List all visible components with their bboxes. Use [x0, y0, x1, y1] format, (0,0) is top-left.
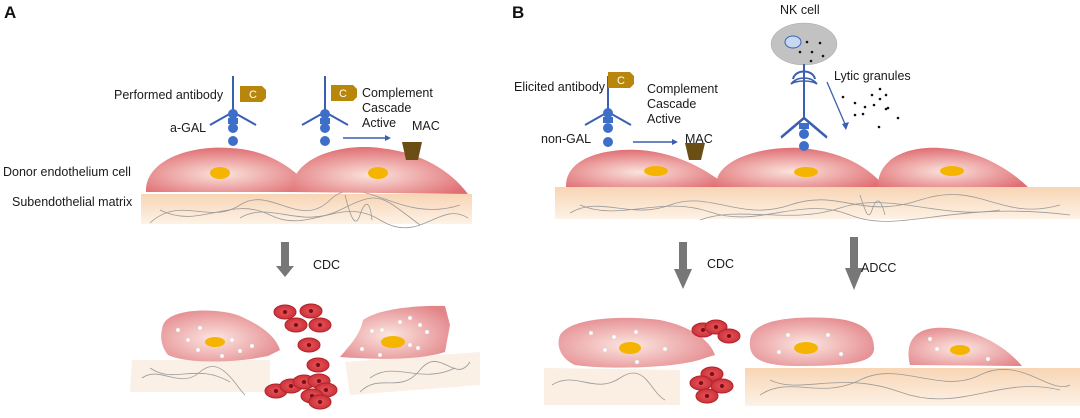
damaged-cell	[558, 317, 715, 368]
subendothelial-matrix	[555, 187, 1080, 219]
granule-arrow	[826, 81, 846, 125]
arrow-label: CDC	[707, 257, 734, 271]
endothelial-cell	[715, 147, 885, 187]
antibody-label: Elicited antibody	[514, 80, 606, 94]
complement-text: Cascade	[362, 101, 411, 115]
granules-label: Lytic granules	[834, 69, 911, 83]
damaged-cell	[340, 305, 450, 359]
subendothelial-matrix	[141, 194, 472, 224]
panel-b-label: B	[512, 3, 524, 22]
process-arrow	[850, 237, 858, 269]
lytic-granules	[841, 87, 900, 129]
process-arrow	[679, 242, 687, 270]
complement-text: Cascade	[647, 97, 696, 111]
process-arrow	[281, 242, 289, 267]
mac-icon	[402, 142, 422, 160]
antigen-chain	[320, 109, 330, 146]
antigen-label: non-GAL	[541, 132, 591, 146]
panel-b: B C Elicited antibody non-GAL Complement…	[512, 3, 1080, 406]
complement-text: Complement	[647, 82, 718, 96]
complement-letter: C	[617, 75, 625, 87]
damaged-cell	[749, 317, 875, 366]
panel-a-label: A	[4, 3, 16, 22]
endothelial-cell	[145, 147, 315, 192]
nk-cell-label: NK cell	[780, 3, 820, 17]
arrow-label: CDC	[313, 258, 340, 272]
mac-label: MAC	[685, 132, 713, 146]
antibody-label: Performed antibody	[114, 88, 224, 102]
mac-icon	[685, 143, 705, 160]
antigen-label: a-GAL	[170, 121, 206, 135]
red-blood-cells	[689, 319, 741, 404]
matrix-label: Subendothelial matrix	[12, 195, 133, 209]
antigen-chain	[603, 108, 613, 147]
complement-text: Complement	[362, 86, 433, 100]
panel-a: A C Performed antibody a-GAL	[3, 3, 480, 410]
nucleus	[368, 167, 388, 179]
antigen-chain	[228, 109, 238, 146]
matrix-fibers	[149, 190, 469, 229]
cell-label: Donor endothelium cell	[3, 165, 131, 179]
nucleus	[210, 167, 230, 179]
complement-text: Active	[647, 112, 681, 126]
complement-text: Active	[362, 116, 396, 130]
complement-letter: C	[339, 88, 347, 100]
arrow-label: ADCC	[861, 261, 896, 275]
complement-letter: C	[249, 89, 257, 101]
red-blood-cells	[264, 303, 338, 410]
mac-label: MAC	[412, 119, 440, 133]
damaged-cell	[161, 310, 280, 362]
nk-cell	[770, 22, 838, 66]
